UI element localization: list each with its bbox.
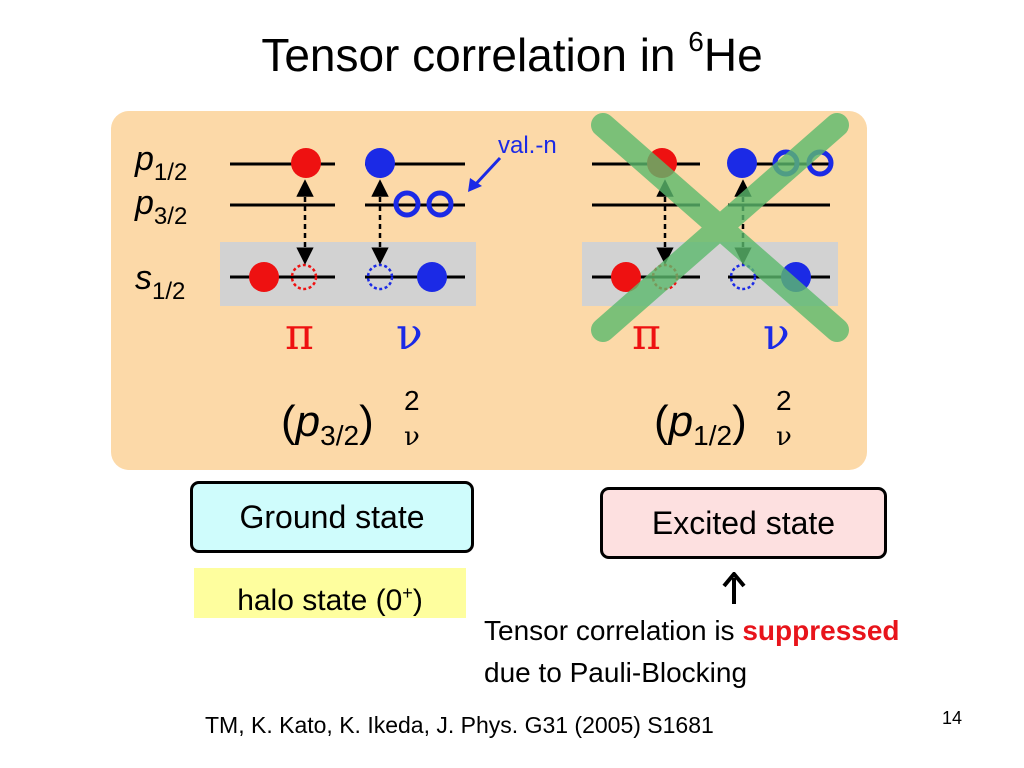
excited-state-box: Excited state (600, 487, 887, 559)
valence-neutron-label: val.-n (498, 132, 557, 159)
title-tail: He (703, 29, 763, 81)
proton-symbol: π (285, 309, 314, 360)
neutron-symbol: ν (763, 309, 790, 360)
note-line1: Tensor correlation is (484, 615, 743, 646)
proton-filled (291, 148, 321, 178)
neutron-hole (366, 263, 394, 291)
neutron-filled (727, 148, 757, 178)
neutron-filled (417, 262, 447, 292)
config-label-left-sup: 2 (404, 385, 420, 416)
config-label-left: (p3/2) (281, 397, 374, 451)
proton-hole (290, 263, 318, 291)
title-main: Tensor correlation in (261, 29, 689, 81)
level-label-s12: s1/2 (135, 259, 185, 305)
reference-citation: TM, K. Kato, K. Ikeda, J. Phys. G31 (200… (205, 712, 714, 738)
ground-state-box: Ground state (190, 481, 474, 553)
level-label-p12: p1/2 (134, 140, 187, 186)
level-label-p32: p3/2 (134, 184, 187, 230)
proton-symbol: π (632, 309, 661, 360)
page-number: 14 (942, 708, 963, 728)
config-label-left-nu: ν (404, 422, 420, 452)
config-label-right-nu: ν (776, 422, 792, 452)
note-line2: due to Pauli-Blocking (484, 657, 748, 688)
up-arrow-icon (722, 572, 746, 604)
neutron-hole (729, 263, 757, 291)
note-emphasis: suppressed (742, 615, 900, 646)
neutron-symbol: ν (396, 309, 423, 360)
neutron-open (426, 190, 454, 218)
config-label-right: (p1/2) (654, 397, 747, 451)
pauli-blocking-note: Tensor correlation is suppressed due to … (484, 610, 900, 694)
left-configuration: π ν (p3/2) 2 ν (230, 148, 465, 452)
config-label-right-sup: 2 (776, 385, 792, 416)
valence-neutron-pointer (472, 156, 502, 188)
proton-filled (249, 262, 279, 292)
neutron-filled (365, 148, 395, 178)
title-superscript: 6 (688, 25, 704, 57)
halo-state-label: halo state (0+) (194, 568, 466, 618)
slide-title: Tensor correlation in 6He (0, 25, 1024, 82)
blocked-cross (591, 113, 849, 342)
neutron-open (393, 190, 421, 218)
proton-filled (611, 262, 641, 292)
